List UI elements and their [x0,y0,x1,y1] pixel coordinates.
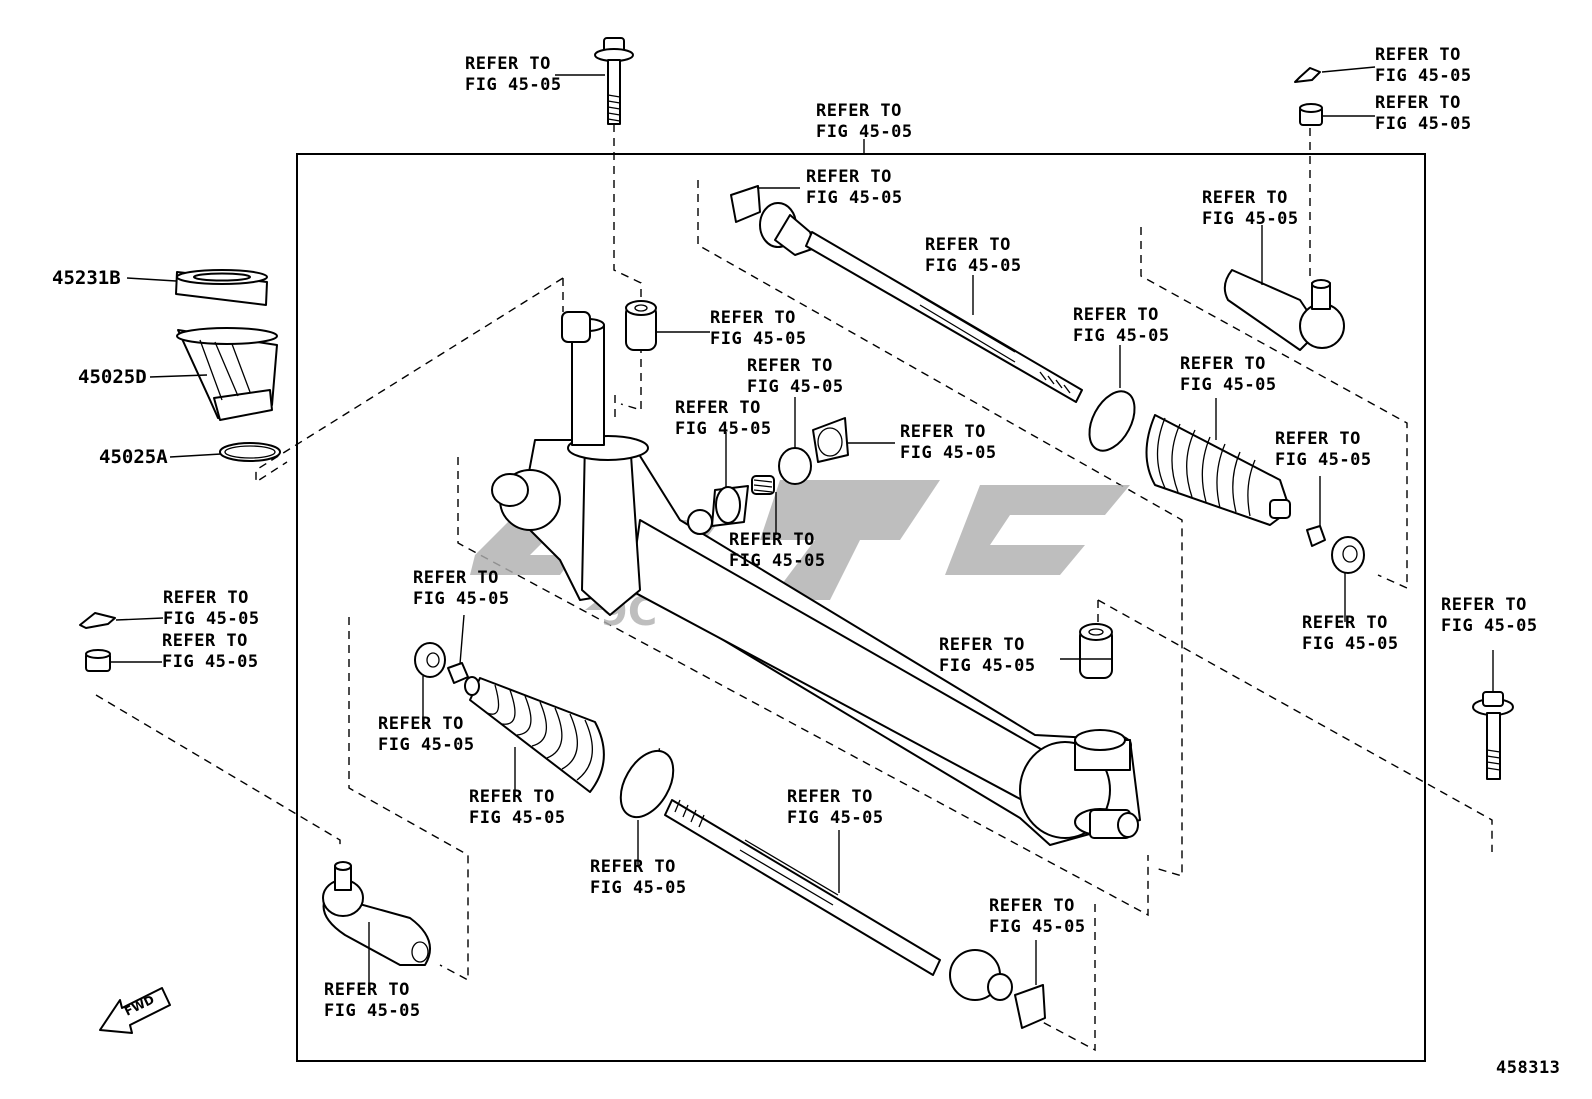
pinion-bolt-top [594,37,634,125]
cotter-pin-left [79,612,116,629]
part-number-45231B: 45231B [52,267,121,289]
boot-upper [1145,414,1291,526]
tie-rod-end-lower [322,861,431,966]
illustration-number: 458313 [1496,1058,1560,1078]
mount-bolt-lower [1472,691,1514,780]
part-45231B [175,269,268,306]
assembly-frame [296,153,1426,1062]
lower-ring [619,749,675,819]
boot-lower [464,676,605,793]
rack-bushing-lower [1079,623,1113,679]
rack-housing [491,311,1141,846]
forward-arrow-icon: FWD [99,987,171,1034]
nut-left [85,649,111,672]
part-45025D [176,327,278,421]
part-number-45025D: 45025D [78,366,147,388]
nut-lower-left [414,642,469,684]
tie-rod-upper [730,185,1083,403]
tie-rod-lower [664,799,1046,1029]
upper-ring [1088,390,1136,452]
guide-lines [95,124,1493,1052]
rack-bushing-upper [625,300,657,351]
tie-rod-end-upper [1223,269,1345,351]
cotter-pin-top [1294,67,1321,83]
rack-guide-parts [711,417,849,527]
nut-upper-right [1306,525,1365,574]
nut-top-right [1299,103,1323,126]
part-number-45025A: 45025A [99,446,168,468]
